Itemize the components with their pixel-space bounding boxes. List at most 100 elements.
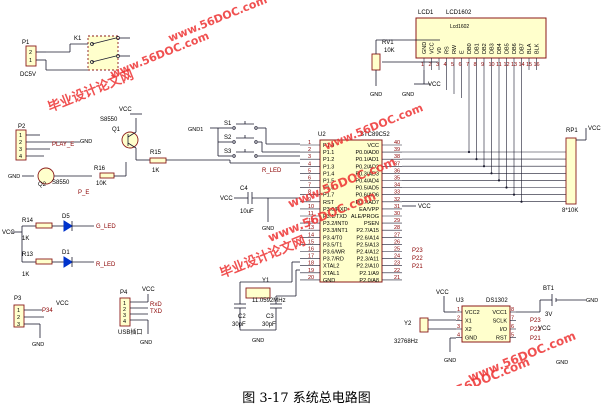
u2-pin-label: P2.6/A14: [356, 235, 379, 241]
lcd-pin-label: DB3: [490, 43, 496, 54]
svg-text:GND: GND: [8, 174, 20, 180]
u2-pin-label: P2.3/A11: [357, 257, 379, 263]
u2-pin-number: 9: [308, 197, 311, 203]
lcd-pin-number: 3: [436, 62, 439, 68]
u3-pin-number: 2: [457, 316, 460, 322]
rxd-net: RxD: [150, 302, 162, 308]
lcd-pin-number: 7: [466, 62, 469, 68]
lcd-pin-number: 16: [534, 62, 540, 68]
u2-pin-label: P1.5: [323, 179, 334, 185]
u2-pin-number: 25: [394, 247, 400, 253]
svg-text:R15: R15: [150, 150, 162, 156]
svg-text:P23: P23: [530, 318, 541, 324]
svg-text:4: 4: [19, 154, 22, 160]
lcd1602-module: LCD1 LCD1602 Lcd1602 GND1VCC2V03RS4RW5E6…: [415, 10, 547, 70]
u3-pin-number: 4: [457, 333, 460, 339]
u3-pin-number: 8: [511, 307, 514, 313]
lcd-pin-number: 4: [444, 62, 447, 68]
lcd-pin-number: 12: [504, 62, 510, 68]
svg-text:3: 3: [19, 147, 22, 153]
u2-pin-label: P0.5/AD5: [355, 186, 379, 192]
u2-pin-number: 35: [394, 176, 400, 182]
svg-text:1: 1: [17, 308, 20, 314]
u3-pin-label: GND: [465, 336, 477, 342]
p2-label: P2: [18, 124, 26, 130]
svg-text:VCC: VCC: [428, 82, 441, 88]
u2-pin-label: P3.6/WR: [323, 250, 345, 256]
u2-pin-number: 33: [394, 190, 400, 196]
svg-text:1K: 1K: [22, 272, 29, 278]
svg-text:GND: GND: [402, 92, 414, 98]
p3-connector: P3 123 P34 VCC GND: [13, 296, 69, 348]
u2-pin-number: 17: [308, 254, 314, 260]
svg-text:P21: P21: [530, 336, 541, 342]
u3-pin-number: 5: [511, 333, 514, 339]
y1-crystal: Y1 11.0592MHz C2 C3 30pF 30pF GND: [232, 261, 300, 344]
r15-resistor: R15 1K: [136, 150, 230, 174]
svg-text:GND: GND: [370, 92, 382, 98]
svg-text:P21: P21: [412, 264, 423, 270]
u2-pin-label: P1.3: [323, 164, 334, 170]
u2-pin-number: 36: [394, 168, 400, 174]
rv1-label: RV1: [382, 40, 394, 46]
u2-pin-number: 23: [394, 261, 400, 267]
lcd-pin-number: 8: [474, 62, 477, 68]
svg-text:GND: GND: [140, 340, 152, 346]
g-led-net: G_LED: [96, 224, 116, 230]
y1-value: 11.0592MHz: [252, 298, 286, 304]
svg-text:GND: GND: [444, 358, 456, 364]
figure-caption: 图 3-17 系统总电路图: [242, 391, 371, 406]
svg-text:GND: GND: [32, 342, 44, 348]
k1-label: K1: [74, 36, 82, 42]
u2-pin-number: 27: [394, 232, 400, 238]
key-switches: GND1 S1 S2 S3 R_LED: [188, 121, 300, 174]
lcd-pin-label: DB1: [475, 43, 481, 54]
svg-text:1: 1: [123, 301, 126, 307]
rp1-label: RP1: [566, 128, 578, 134]
u2-pin-label: P0.3/AD3: [355, 171, 379, 177]
p4-usb-connector: P4 12 34 VCC RxD TXD USB插口 GND: [118, 287, 163, 346]
svg-text:VCC: VCC: [119, 107, 132, 113]
u3-pin-label: X2: [465, 327, 472, 333]
u2-pin-label: ALE/PROG: [351, 214, 379, 220]
svg-text:4: 4: [123, 319, 126, 325]
u2-pin-label: P1.1: [323, 150, 334, 156]
lcd-pin-label: DB0: [467, 43, 473, 54]
p2-nets: P23 P22 P21: [412, 248, 423, 270]
svg-text:1K: 1K: [22, 236, 29, 242]
u2-pin-label: P2.7/A15: [356, 228, 379, 234]
data-bus: [402, 70, 566, 203]
svg-text:VCC: VCC: [2, 230, 15, 236]
p2-connector: P2 12 34 PLAY_E GND: [15, 124, 92, 161]
svg-text:2: 2: [29, 50, 32, 56]
svg-text:GND: GND: [252, 338, 264, 344]
watermark-url-top: www.56DOC.com: [166, 0, 269, 45]
r14-label: R14: [22, 218, 34, 224]
lcd-pin-label: RW: [452, 44, 458, 54]
u2-pin-number: 22: [394, 268, 400, 274]
u2-pin-number: 32: [394, 197, 400, 203]
r13-label: R13: [22, 252, 34, 258]
u2-pin-label: P0.6/AD6: [355, 193, 379, 199]
u3-pin-number: 7: [511, 316, 514, 322]
u2-pin-label: P3.2/INT0: [323, 221, 348, 227]
rv1-potentiometer: RV1 10K GND VCC GND: [370, 39, 441, 98]
u2-pin-label: P2.0/A8: [359, 278, 379, 284]
u2-pin-label: XTAL1: [323, 271, 339, 277]
u2-pin-label: P1.4: [323, 171, 334, 177]
u2-pin-label: P0.0/AD0: [355, 150, 379, 156]
u2-pin-number: 3: [308, 154, 311, 160]
u2-pin-label: P3.7/RD: [323, 257, 344, 263]
u3-pin-number: 3: [457, 324, 460, 330]
txd-net: TXD: [150, 309, 163, 315]
u2-pin-number: 31: [394, 204, 400, 210]
u2-pin-number: 38: [394, 154, 400, 160]
play-e-net: PLAY_E: [52, 142, 74, 148]
u2-pin-label: P3.4/T0: [323, 235, 342, 241]
p-e-net: P_E: [78, 190, 89, 196]
y2-value: 32768Hz: [394, 339, 418, 345]
u2-pin-number: 40: [394, 140, 400, 146]
y1-label: Y1: [262, 278, 270, 284]
